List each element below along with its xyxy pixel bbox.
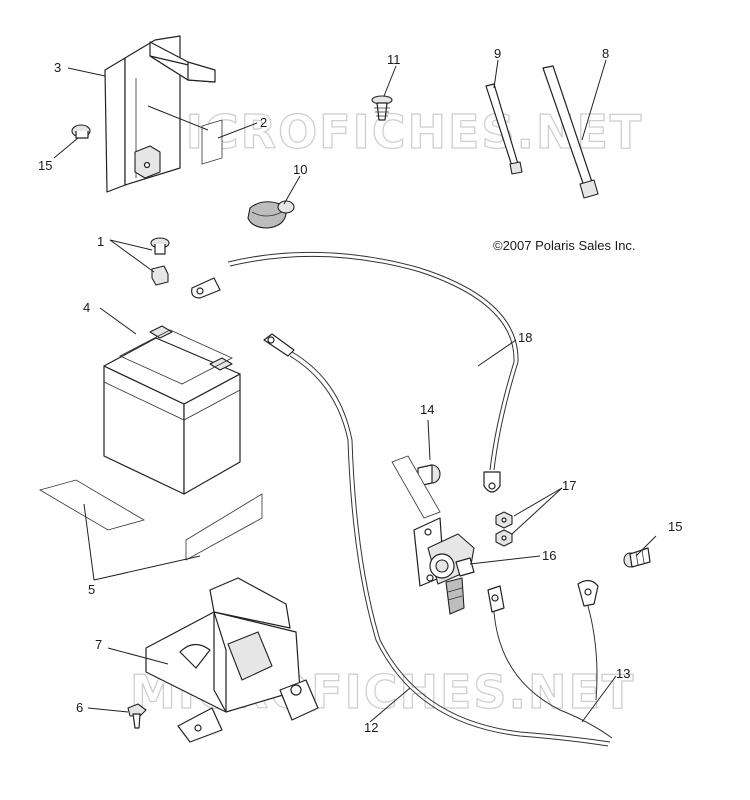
part-10-terminal-cover xyxy=(247,200,295,229)
callout-15-top: 15 xyxy=(38,158,52,173)
callout-4: 4 xyxy=(83,300,90,315)
part-13-cables xyxy=(487,579,613,739)
callout-7: 7 xyxy=(95,637,102,652)
callout-12: 12 xyxy=(364,720,378,735)
part-2-warning-label xyxy=(201,119,223,165)
callout-16: 16 xyxy=(542,548,556,563)
ring-terminal-upper xyxy=(191,277,221,299)
copyright-text: ©2007 Polaris Sales Inc. xyxy=(493,238,636,253)
callout-9: 9 xyxy=(494,46,501,61)
part-12-cable xyxy=(263,333,611,747)
callout-3: 3 xyxy=(54,60,61,75)
callout-10: 10 xyxy=(293,162,307,177)
callout-18: 18 xyxy=(518,330,532,345)
part-3-battery-hold-down-bracket xyxy=(104,35,216,193)
callout-15-right: 15 xyxy=(668,519,682,534)
callout-8: 8 xyxy=(602,46,609,61)
part-16-solenoid xyxy=(413,517,475,615)
part-11-push-rivet xyxy=(371,95,393,121)
part-18-cable xyxy=(227,251,519,471)
part-15-bolt-top xyxy=(71,124,91,139)
callout-6: 6 xyxy=(76,700,83,715)
part-1-bolt-and-nut xyxy=(150,237,170,286)
callout-5: 5 xyxy=(88,582,95,597)
part-4-battery xyxy=(103,325,241,495)
part-7-battery-tray xyxy=(145,577,319,743)
ring-terminal-18-end xyxy=(483,471,501,493)
part-6-screw xyxy=(127,703,147,729)
part-17-nuts xyxy=(495,511,513,547)
callout-14: 14 xyxy=(420,402,434,417)
part-5-battery-labels xyxy=(38,479,263,561)
callout-1: 1 xyxy=(97,234,104,249)
leader-lines xyxy=(53,59,657,723)
part-8-cable-tie-large xyxy=(542,65,599,199)
callout-13: 13 xyxy=(616,666,630,681)
callout-numbers: 3 2 15 11 9 8 10 1 4 5 7 6 12 13 14 15 1… xyxy=(38,46,682,735)
callout-2: 2 xyxy=(260,115,267,130)
part-9-cable-tie-small xyxy=(485,83,523,175)
callout-11: 11 xyxy=(387,52,401,67)
part-14-mount-plate xyxy=(391,455,441,519)
part-15-bolt-right xyxy=(623,547,651,568)
callout-17: 17 xyxy=(562,478,576,493)
